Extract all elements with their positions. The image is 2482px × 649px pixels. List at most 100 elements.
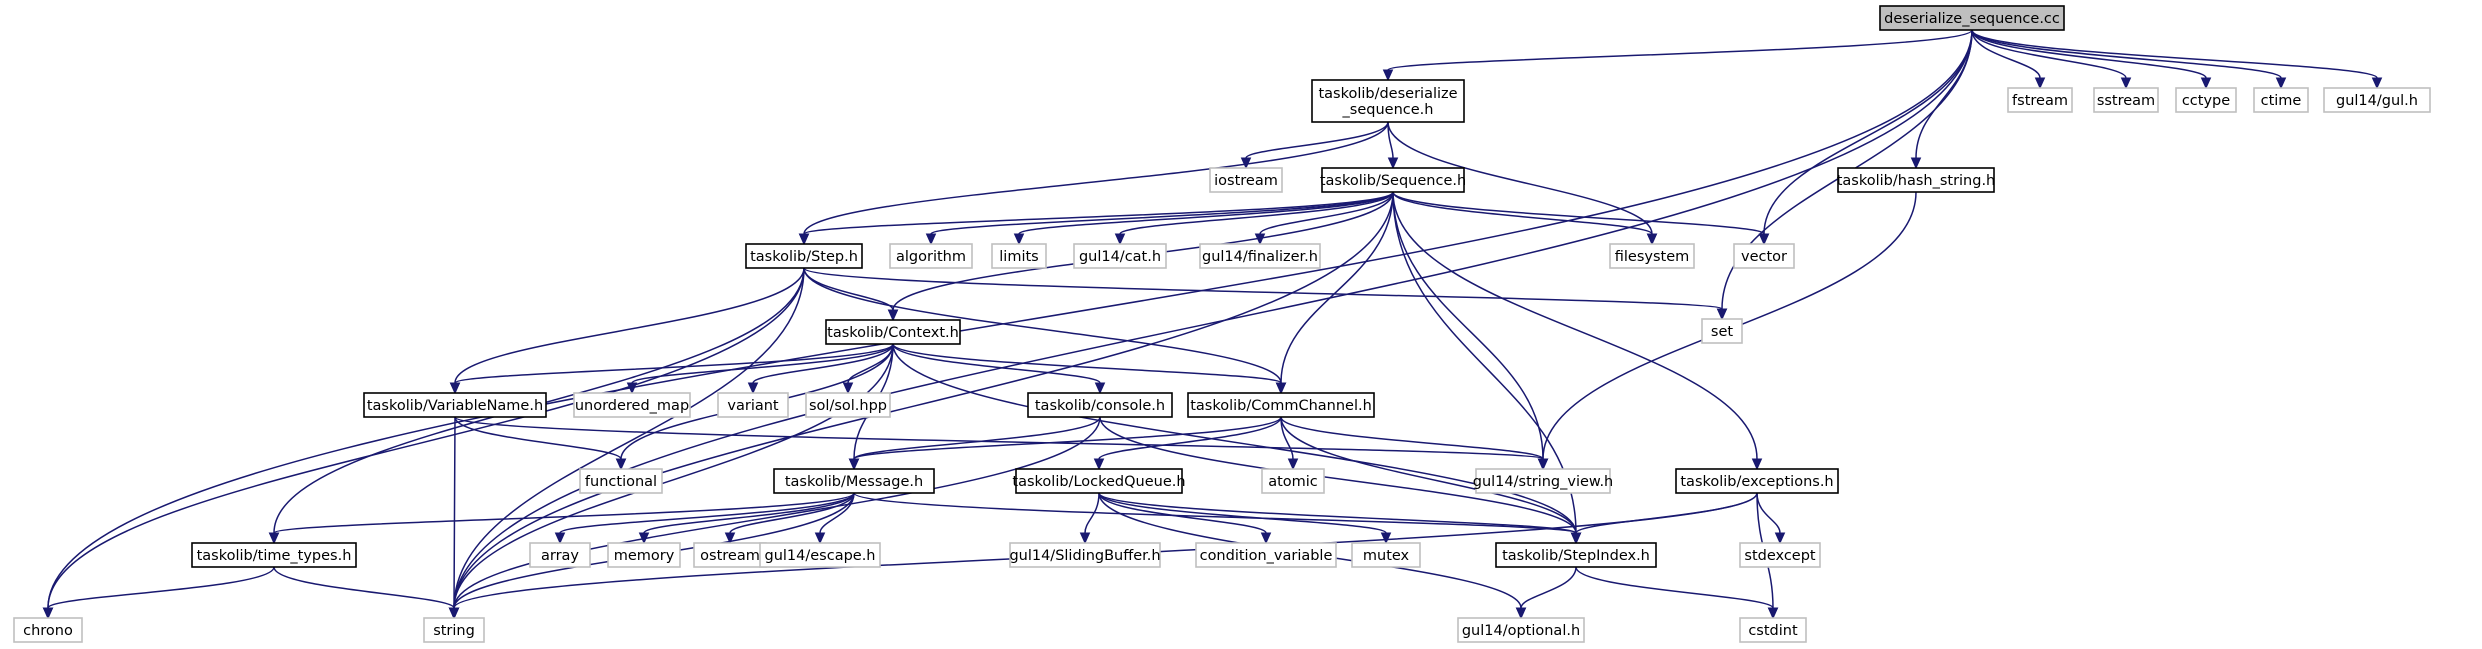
edge-arrowhead <box>1646 233 1658 246</box>
edge-line <box>1392 191 1765 235</box>
edge-arrowhead <box>638 532 650 545</box>
node-step_h[interactable]: taskolib/Step.h <box>745 243 863 269</box>
node-label: taskolib/console.h <box>1035 398 1165 414</box>
edge-message_h-to-array <box>554 492 855 545</box>
edge-line <box>1520 566 1577 609</box>
edge-line <box>853 416 1101 460</box>
edge-arrowhead <box>2200 77 2212 90</box>
node-label: gul14/finalizer.h <box>1202 249 1318 265</box>
node-box <box>579 468 663 494</box>
node-box <box>1739 617 1807 643</box>
node-label: vector <box>1741 249 1787 265</box>
node-box <box>1351 542 1421 568</box>
node-sequence_h[interactable]: taskolib/Sequence.h <box>1320 167 1466 193</box>
edge-arrowhead <box>1774 532 1786 545</box>
edge-line <box>1245 121 1389 159</box>
node-exceptions_h[interactable]: taskolib/exceptions.h <box>1675 468 1839 494</box>
edge-line <box>273 492 855 534</box>
edge-line <box>47 267 805 609</box>
edge-exceptions_h-to-stepindex_h <box>1570 492 1758 545</box>
edge-line <box>631 343 894 384</box>
node-label: atomic <box>1268 474 1318 490</box>
node-hash_h[interactable]: taskolib/hash_string.h <box>1837 167 1996 193</box>
node-stepindex_h[interactable]: taskolib/StepIndex.h <box>1495 542 1657 568</box>
edge-arrowhead <box>1287 458 1299 471</box>
node-ctime: ctime <box>2253 87 2309 113</box>
node-box <box>717 392 789 418</box>
edge-arrowhead <box>814 532 826 545</box>
node-sstream: sstream <box>2093 87 2159 113</box>
node-label: sstream <box>2097 93 2155 109</box>
node-cstdint: cstdint <box>1739 617 1807 643</box>
node-console_h[interactable]: taskolib/console.h <box>1027 392 1173 418</box>
node-fstream: fstream <box>2007 87 2073 113</box>
edge-stepindex_h-to-optional <box>1515 566 1577 620</box>
edge-commchannel_h-to-string_view <box>1280 416 1549 471</box>
edge-root-to-sstream <box>1971 29 2132 90</box>
node-commchannel_h[interactable]: taskolib/CommChannel.h <box>1187 392 1375 418</box>
node-label: taskolib/hash_string.h <box>1837 173 1996 189</box>
edge-line <box>1259 191 1394 235</box>
node-box <box>191 542 357 568</box>
edge-line <box>892 343 1282 384</box>
edge-line <box>892 343 1577 534</box>
node-sol: sol/sol.hpp <box>805 392 891 418</box>
edge-arrowhead <box>1751 458 1763 471</box>
edge-arrowhead <box>2120 77 2132 90</box>
node-deser_h[interactable]: taskolib/deserialize_sequence.h <box>1311 79 1465 123</box>
node-timetypes_h[interactable]: taskolib/time_types.h <box>191 542 357 568</box>
node-unordered_map: unordered_map <box>573 392 691 418</box>
node-label: functional <box>585 474 657 490</box>
node-slidingbuffer: gul14/SlidingBuffer.h <box>1009 542 1161 568</box>
edge-line <box>853 492 1577 534</box>
edge-arrowhead <box>1275 382 1287 395</box>
node-box <box>1739 542 1821 568</box>
node-context_h[interactable]: taskolib/Context.h <box>825 319 961 345</box>
edge-line <box>1280 416 1544 460</box>
edge-lockedqueue_h-to-stepindex_h <box>1098 492 1582 545</box>
node-label: variant <box>727 398 779 414</box>
edge-line <box>454 267 805 384</box>
edge-arrowhead <box>887 309 899 322</box>
node-box <box>991 243 1047 269</box>
node-label: deserialize_sequence.cc <box>1884 11 2060 27</box>
edge-line <box>752 343 894 384</box>
node-label: gul14/cat.h <box>1079 249 1161 265</box>
edge-step_h-to-context_h <box>803 267 899 322</box>
edge-line <box>729 492 855 534</box>
node-box <box>363 392 547 418</box>
node-label: memory <box>614 548 675 564</box>
node-root[interactable]: deserialize_sequence.cc <box>1879 5 2065 31</box>
node-box <box>1027 392 1173 418</box>
node-lockedqueue_h[interactable]: taskolib/LockedQueue.h <box>1012 468 1186 494</box>
node-algorithm: algorithm <box>889 243 973 269</box>
edge-context_h-to-unordered_map <box>626 343 894 395</box>
node-box <box>1475 468 1611 494</box>
edge-arrowhead <box>2034 77 2046 90</box>
edge-line <box>1098 492 1387 534</box>
node-label: gul14/gul.h <box>2336 93 2418 109</box>
node-varname_h[interactable]: taskolib/VariableName.h <box>363 392 547 418</box>
edge-line <box>1392 191 1544 460</box>
node-box <box>825 319 961 345</box>
edge-deser_h-to-iostream <box>1240 121 1389 170</box>
node-box <box>1457 617 1585 643</box>
edge-commchannel_h-to-message_h <box>848 416 1282 471</box>
nodes-layer: deserialize_sequence.cc taskolib/deserial… <box>13 5 2431 643</box>
node-box <box>1495 542 1657 568</box>
edge-timetypes_h-to-chrono <box>42 566 275 620</box>
node-gul: gul14/gul.h <box>2323 87 2431 113</box>
node-label: chrono <box>23 623 73 639</box>
node-message_h[interactable]: taskolib/Message.h <box>773 468 935 494</box>
edge-arrowhead <box>1515 607 1527 620</box>
edge-arrowhead <box>1260 532 1272 545</box>
node-label: gul14/optional.h <box>1462 623 1580 639</box>
edge-context_h-to-console_h <box>892 343 1106 395</box>
edge-line <box>1392 191 1653 235</box>
edge-line <box>803 121 1389 235</box>
node-box <box>1195 542 1337 568</box>
node-string_view: gul14/string_view.h <box>1473 468 1613 494</box>
edge-root-to-hash_h <box>1910 29 1973 170</box>
edge-line <box>454 343 894 384</box>
